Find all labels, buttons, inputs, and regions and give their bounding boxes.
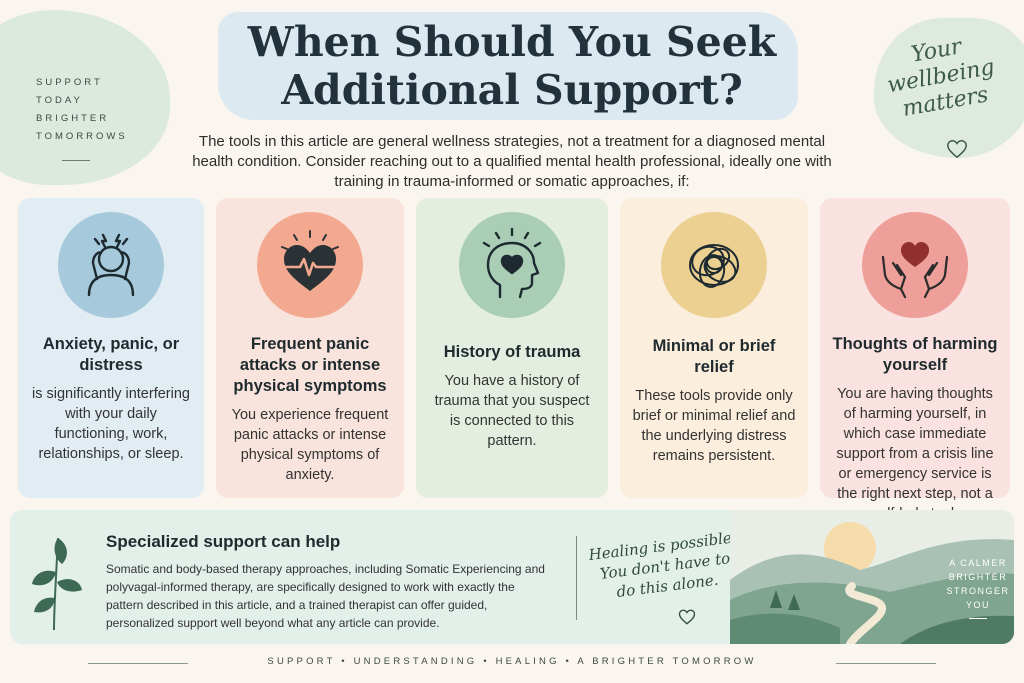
tagline-line: A CALMER [949,558,1007,568]
card-minimal-relief: Minimal or brief relief These tools prov… [620,198,808,498]
tagline-line: SUPPORT [36,77,103,88]
card-trauma-history: History of trauma You have a history of … [416,198,608,498]
leaf-sprig-icon [32,537,82,631]
heart-outline-icon [678,609,696,625]
band-divider [576,536,577,620]
tagline-line: TOMORROWS [36,131,128,142]
title-background-wash [218,12,798,120]
hands-holding-heart-icon [881,242,949,299]
card-title: Minimal or brief relief [652,337,776,376]
tagline-line: BRIGHTER [36,113,110,124]
card-title: Frequent panic attacks or intense physic… [233,335,387,395]
intro-text: The tools in this article are general we… [192,133,832,190]
card-title: Thoughts of harming yourself [832,335,998,374]
head-heart-icon [482,227,542,299]
tagline-line: TODAY [36,95,83,106]
heart-outline-icon [947,140,967,159]
band-tagline: A CALMER BRIGHTER STRONGER YOU [940,556,1014,619]
title-line: When Should You Seek [247,18,777,66]
card-panic-attacks: Frequent panic attacks or intense physic… [216,198,404,498]
stressed-person-icon [87,233,135,297]
footer-rule-left [88,663,188,664]
healing-script: Healing is possible. You don't have to d… [587,528,738,602]
card-body: These tools provide only brief or minima… [632,388,796,464]
tangled-scribble-icon [689,244,739,288]
landscape-illustration [730,510,1014,644]
decorative-blob-right [874,18,1024,158]
icon-badge [257,212,363,318]
icon-badge [58,212,164,318]
card-body: is significantly interfering with your d… [32,386,190,462]
icon-badge [459,212,565,318]
card-body: You have a history of trauma that you su… [434,373,590,449]
tagline-divider [969,618,987,619]
card-anxiety: Anxiety, panic, or distress is significa… [18,198,204,498]
footer-text: SUPPORT • UNDERSTANDING • HEALING • A BR… [267,656,757,667]
tagline-line: BRIGHTER [948,572,1008,582]
title-line: Additional Support? [281,66,743,114]
card-title: Anxiety, panic, or distress [42,335,180,374]
tagline-line: YOU [965,600,990,610]
tagline-divider [62,160,90,161]
band-text: Somatic and body-based therapy approache… [106,562,545,630]
icon-badge [862,212,968,318]
card-body: You experience frequent panic attacks or… [231,407,389,483]
corner-tagline: SUPPORT TODAY BRIGHTER TOMORROWS [36,74,146,161]
heartbeat-heart-icon [280,230,340,291]
card-self-harm-thoughts: Thoughts of harming yourself You are hav… [820,198,1010,522]
card-body: You are having thoughts of harming yours… [836,386,994,522]
icon-badge [661,212,767,318]
tagline-line: STRONGER [946,586,1010,596]
specialized-support-band: Specialized support can help Somatic and… [10,510,1014,644]
band-title: Specialized support can help [106,532,341,551]
page-title: When Should You Seek Additional Support? [200,18,824,114]
footer-rule-right [836,663,936,664]
card-title: History of trauma [443,343,581,361]
